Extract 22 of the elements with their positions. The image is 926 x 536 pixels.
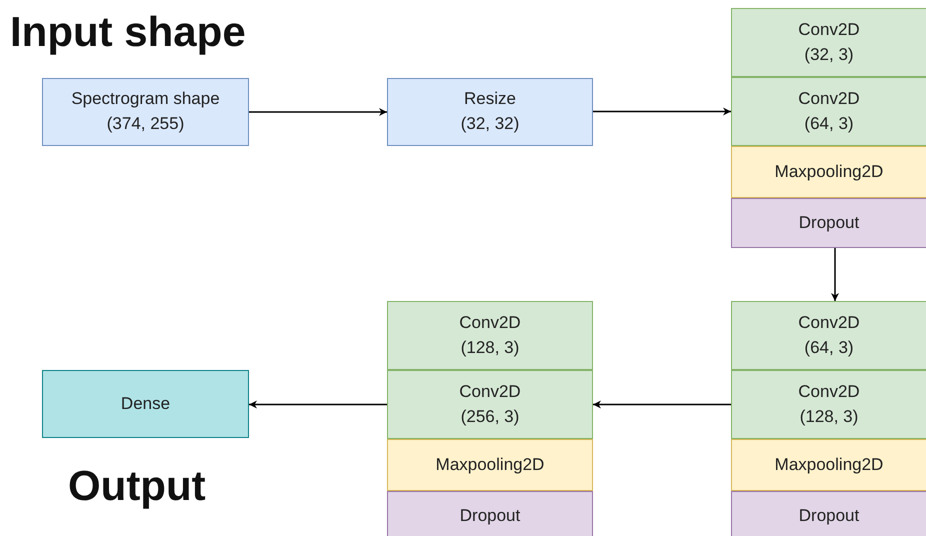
pooling-layer-box: Maxpooling2D bbox=[731, 146, 926, 198]
conv-layer-box: Conv2D (64, 3) bbox=[731, 77, 926, 146]
dense-layer-box: Dense bbox=[42, 370, 249, 438]
conv-layer-box: Conv2D (32, 3) bbox=[731, 8, 926, 77]
dropout-layer-box: Dropout bbox=[731, 491, 926, 536]
arrow bbox=[593, 400, 731, 408]
pooling-layer-box: Maxpooling2D bbox=[731, 439, 926, 491]
arrow bbox=[249, 400, 387, 408]
arrow bbox=[831, 248, 839, 301]
dropout-layer-box: Dropout bbox=[387, 491, 593, 536]
heading: Input shape bbox=[10, 8, 246, 56]
conv-layer-box: Conv2D (256, 3) bbox=[387, 370, 593, 439]
input-box: Resize (32, 32) bbox=[387, 78, 593, 146]
input-box: Spectrogram shape (374, 255) bbox=[42, 78, 249, 146]
arrow bbox=[593, 108, 731, 116]
conv-layer-box: Conv2D (128, 3) bbox=[731, 370, 926, 439]
dropout-layer-box: Dropout bbox=[731, 198, 926, 248]
pooling-layer-box: Maxpooling2D bbox=[387, 439, 593, 491]
heading: Output bbox=[68, 462, 206, 510]
conv-layer-box: Conv2D (64, 3) bbox=[731, 301, 926, 370]
conv-layer-box: Conv2D (128, 3) bbox=[387, 301, 593, 370]
arrow bbox=[249, 108, 387, 116]
